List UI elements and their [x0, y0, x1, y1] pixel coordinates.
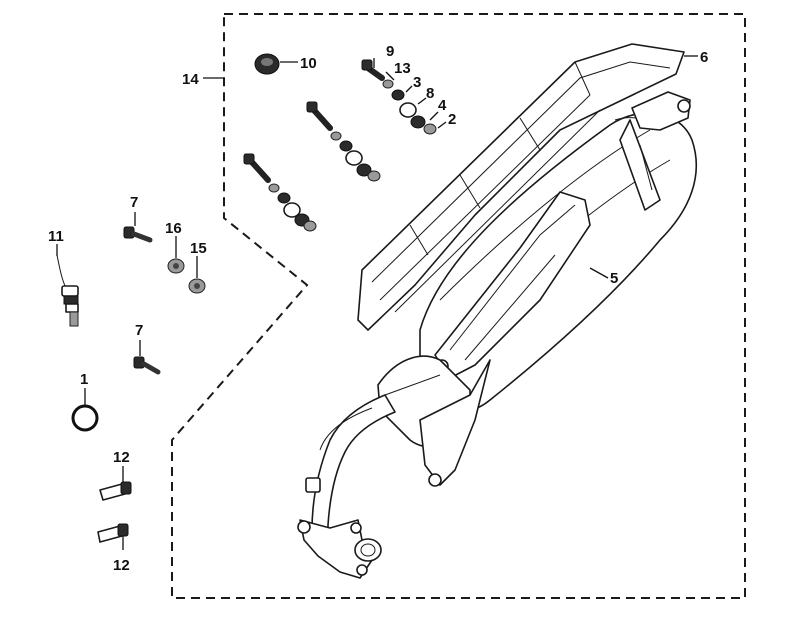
bolt-stack-lower [243, 153, 317, 232]
callout-16: 16 [165, 220, 182, 237]
gasket-ring [71, 404, 99, 432]
grommet-part [254, 53, 280, 75]
callout-4: 4 [438, 97, 447, 114]
callout-6: 6 [700, 49, 708, 66]
callout-2: 2 [448, 111, 456, 128]
callout-1: 1 [80, 371, 88, 388]
bolt-stack-upper [361, 59, 437, 135]
callout-11: 11 [48, 228, 64, 245]
washer-part [167, 258, 185, 274]
callout-labels: 14 10 9 13 3 8 4 2 6 5 7 16 15 11 7 1 12… [48, 43, 708, 574]
callout-7-upper: 7 [130, 194, 138, 211]
callout-12-lower: 12 [113, 557, 130, 574]
bolt-upper [123, 226, 153, 243]
callout-9: 9 [386, 43, 394, 60]
callout-12-upper: 12 [113, 449, 130, 466]
leader-lines [56, 55, 698, 550]
bolt-stack-middle [306, 101, 381, 182]
callout-7-lower: 7 [135, 322, 143, 339]
callout-5: 5 [610, 270, 618, 287]
assembly-boundary [171, 13, 746, 599]
bolt-lower [133, 356, 161, 375]
heat-shield [357, 43, 685, 331]
callout-13: 13 [394, 60, 411, 77]
stud-upper [99, 481, 132, 501]
inner-heat-guard [434, 191, 591, 379]
callout-3: 3 [413, 74, 421, 91]
callout-8: 8 [426, 85, 434, 102]
stud-lower [97, 523, 129, 543]
oxygen-sensor [56, 254, 79, 327]
callout-14: 14 [182, 71, 199, 88]
muffler-hanger-bracket [631, 91, 691, 131]
callout-15: 15 [190, 240, 207, 257]
nut-part [188, 278, 206, 294]
muffler-assembly [297, 43, 698, 579]
callout-10: 10 [300, 55, 317, 72]
